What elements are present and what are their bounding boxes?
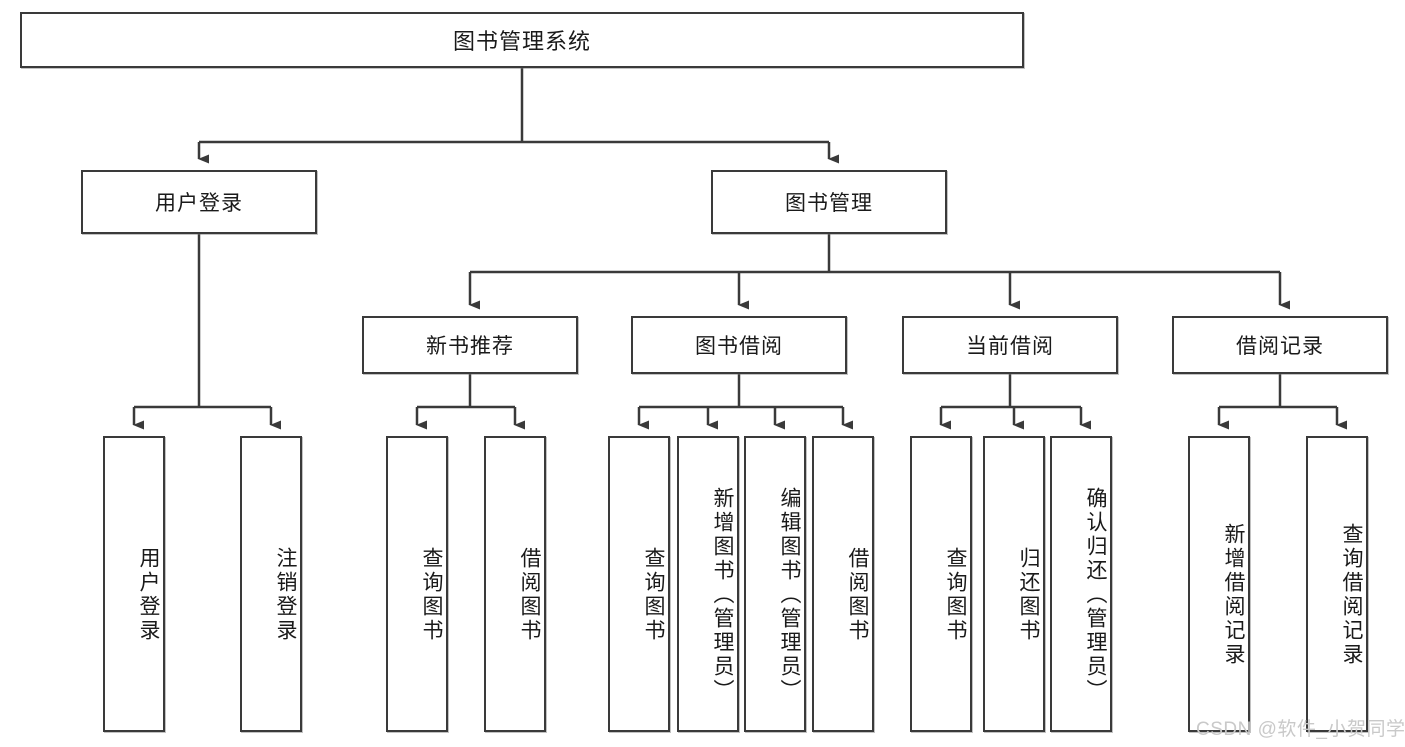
leaf-node-5-label: 新增图书（管理员）: [711, 487, 734, 703]
leaf-node-1-label: 注销登录: [274, 547, 297, 643]
leaf-node-7[interactable]: 借阅图书: [812, 436, 874, 732]
leaf-node-9[interactable]: 归还图书: [983, 436, 1045, 732]
leaf-node-6[interactable]: 编辑图书（管理员）: [744, 436, 806, 732]
level3-node-2-label: 当前借阅: [966, 335, 1054, 358]
csdn-watermark: CSDN @软件_小贺同学: [1196, 719, 1405, 740]
level3-node-1[interactable]: 图书借阅: [631, 316, 847, 374]
leaf-node-9-label: 归还图书: [1017, 547, 1040, 643]
leaf-node-8-label: 查询图书: [944, 547, 967, 643]
leaf-node-0[interactable]: 用户登录: [103, 436, 165, 732]
leaf-node-2[interactable]: 查询图书: [386, 436, 448, 732]
leaf-node-11[interactable]: 新增借阅记录: [1188, 436, 1250, 732]
root-node-book-management-system-label: 图书管理系统: [452, 29, 591, 54]
level3-node-0[interactable]: 新书推荐: [362, 316, 578, 374]
level3-node-1-label: 图书借阅: [695, 335, 783, 358]
leaf-node-10[interactable]: 确认归还（管理员）: [1050, 436, 1112, 732]
leaf-node-5[interactable]: 新增图书（管理员）: [677, 436, 739, 732]
leaf-node-10-label: 确认归还（管理员）: [1084, 487, 1107, 703]
leaf-node-1[interactable]: 注销登录: [240, 436, 302, 732]
leaf-node-2-label: 查询图书: [420, 547, 443, 643]
leaf-node-7-label: 借阅图书: [846, 547, 869, 643]
level2-node-1[interactable]: 图书管理: [711, 170, 947, 234]
root-node-book-management-system[interactable]: 图书管理系统: [20, 12, 1024, 68]
level3-node-2[interactable]: 当前借阅: [902, 316, 1118, 374]
leaf-node-12[interactable]: 查询借阅记录: [1306, 436, 1368, 732]
leaf-node-0-label: 用户登录: [137, 547, 160, 643]
leaf-node-12-label: 查询借阅记录: [1340, 523, 1363, 667]
leaf-node-4[interactable]: 查询图书: [608, 436, 670, 732]
leaf-node-11-label: 新增借阅记录: [1222, 523, 1245, 667]
leaf-node-3-label: 借阅图书: [518, 547, 541, 643]
level2-node-0[interactable]: 用户登录: [81, 170, 317, 234]
leaf-node-6-label: 编辑图书（管理员）: [778, 487, 801, 703]
leaf-node-3[interactable]: 借阅图书: [484, 436, 546, 732]
level2-node-1-label: 图书管理: [785, 192, 873, 215]
leaf-node-4-label: 查询图书: [642, 547, 665, 643]
level3-node-3[interactable]: 借阅记录: [1172, 316, 1388, 374]
level2-node-0-label: 用户登录: [155, 192, 243, 215]
level3-node-3-label: 借阅记录: [1236, 335, 1324, 358]
level3-node-0-label: 新书推荐: [426, 335, 514, 358]
leaf-node-8[interactable]: 查询图书: [910, 436, 972, 732]
